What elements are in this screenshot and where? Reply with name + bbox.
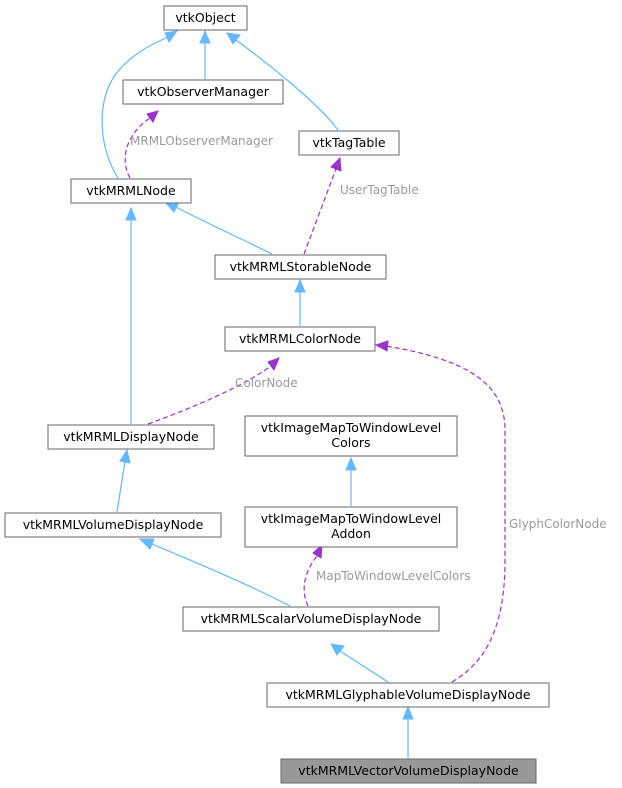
edge-label-glyphcolornode: GlyphColorNode xyxy=(509,517,607,531)
node-label: vtkMRMLStorableNode xyxy=(230,259,372,274)
node-vtkmrmlvectorvolumedisplaynode[interactable]: vtkMRMLVectorVolumeDisplayNode xyxy=(280,758,537,784)
node-vtkmrmlglyphablevolumedisplaynode[interactable]: vtkMRMLGlyphableVolumeDisplayNode xyxy=(266,682,550,708)
node-label: vtkMRMLVectorVolumeDisplayNode xyxy=(298,763,519,778)
node-vtkmrmlvolumedisplaynode[interactable]: vtkMRMLVolumeDisplayNode xyxy=(4,512,222,538)
node-label: vtkMRMLColorNode xyxy=(239,331,361,346)
node-vtktagtable[interactable]: vtkTagTable xyxy=(298,130,400,156)
edge-tagtable-to-object xyxy=(226,32,339,131)
edge-displaynode-to-mrmlnode xyxy=(125,206,137,424)
edge-scalar-uses-addon xyxy=(303,543,323,607)
node-label: vtkObject xyxy=(175,10,235,25)
node-vtkobject[interactable]: vtkObject xyxy=(163,5,248,31)
node-label-line-1: vtkImageMapToWindowLevel xyxy=(261,511,442,526)
edge-storablenode-uses-tagtable xyxy=(303,156,342,255)
node-vtkmrmlnode[interactable]: vtkMRMLNode xyxy=(70,178,192,204)
edge-label-colornode: ColorNode xyxy=(235,376,298,390)
node-label: vtkMRMLNode xyxy=(86,183,176,198)
node-label: vtkMRMLVolumeDisplayNode xyxy=(23,517,204,532)
node-vtkimagemaptowindowlevelcolors[interactable]: vtkImageMapToWindowLevel Colors xyxy=(244,415,458,457)
edge-colornode-to-storablenode xyxy=(294,278,306,326)
node-vtkobservermanager[interactable]: vtkObserverManager xyxy=(122,79,284,105)
edge-addon-to-colors xyxy=(345,456,357,506)
edge-label-usertagtable: UserTagTable xyxy=(340,183,419,197)
edge-scalar-to-volumedisplay xyxy=(138,538,291,607)
node-label: vtkObserverManager xyxy=(137,84,270,99)
edge-volumedisplay-to-display xyxy=(116,448,131,513)
node-label: vtkMRMLGlyphableVolumeDisplayNode xyxy=(285,687,530,702)
node-vtkmrmlstorablenode[interactable]: vtkMRMLStorableNode xyxy=(214,254,387,280)
node-vtkmrmlcolornode[interactable]: vtkMRMLColorNode xyxy=(224,326,376,352)
node-label-line-2: Addon xyxy=(331,526,371,541)
node-label: vtkMRMLScalarVolumeDisplayNode xyxy=(201,611,422,626)
node-vtkmrmlscalarvolumedisplaynode[interactable]: vtkMRMLScalarVolumeDisplayNode xyxy=(182,606,440,632)
node-vtkmrmldisplaynode[interactable]: vtkMRMLDisplayNode xyxy=(47,424,215,450)
edge-vector-to-glyphable xyxy=(402,705,414,758)
node-label: vtkTagTable xyxy=(312,135,385,150)
edge-glyphable-to-scalar xyxy=(330,643,389,683)
edge-mrmlnode-to-object xyxy=(101,30,179,179)
edge-mrmlnode-uses-observermanager xyxy=(124,110,159,179)
node-label: vtkMRMLDisplayNode xyxy=(63,429,199,444)
edge-glyphable-uses-colornode xyxy=(374,340,506,683)
node-label-line-2: Colors xyxy=(331,435,370,450)
edge-storablenode-to-mrmlnode xyxy=(163,201,273,255)
edge-displaynode-uses-colornode xyxy=(147,357,280,425)
node-label-line-1: vtkImageMapToWindowLevel xyxy=(261,420,442,435)
edge-label-mrmlobservermanager: MRMLObserverManager xyxy=(130,134,273,148)
edge-observermanager-to-object xyxy=(199,29,211,79)
node-vtkimagemaptowindowleveladdon[interactable]: vtkImageMapToWindowLevel Addon xyxy=(244,506,458,548)
edge-label-maptowindowlevelcolors: MapToWindowLevelColors xyxy=(316,569,471,583)
